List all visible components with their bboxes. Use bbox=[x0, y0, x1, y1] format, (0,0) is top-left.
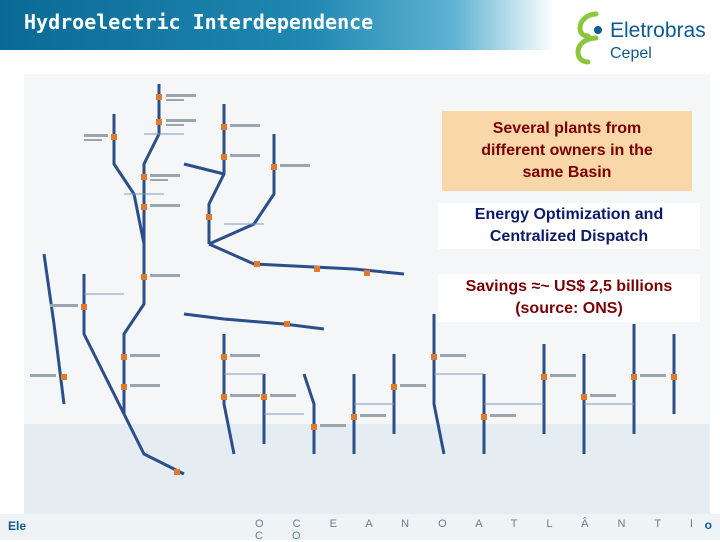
savings-text: Savings ≈~ US$ 2,5 billions (source: ONS… bbox=[438, 274, 700, 322]
dispatch-line-1: Energy Optimization and bbox=[474, 206, 664, 223]
savings-source: (source: ONS) bbox=[515, 300, 623, 317]
page-title: Hydroelectric Interdependence bbox=[24, 10, 374, 34]
eletrobras-logo-icon bbox=[575, 11, 602, 65]
savings-line-1: Savings ≈~ US$ 2,5 billions bbox=[465, 278, 673, 295]
header: Hydroelectric Interdependence Eletrobras… bbox=[0, 0, 720, 74]
callout-line-1: Several plants from bbox=[492, 120, 642, 137]
eletrobras-logo: Eletrobras Cepel bbox=[566, 10, 716, 70]
callout-line-3: same Basin bbox=[522, 164, 612, 181]
callout-line-2: different owners in the bbox=[481, 142, 653, 159]
dispatch-line-2: Centralized Dispatch bbox=[489, 228, 649, 245]
dispatch-text: Energy Optimization and Centralized Disp… bbox=[438, 203, 700, 249]
ocean-label: O C E A N O A T L Â N T I C O bbox=[255, 518, 706, 542]
footer-left-text: Ele bbox=[8, 519, 27, 533]
footer: Ele o bbox=[0, 514, 720, 540]
footer-right-text: o bbox=[704, 518, 712, 532]
basin-owners-callout: Several plants from different owners in … bbox=[442, 111, 692, 191]
logo-subtitle: Cepel bbox=[610, 45, 652, 62]
title-band: Hydroelectric Interdependence bbox=[0, 0, 555, 50]
logo-name: Eletrobras bbox=[610, 19, 706, 42]
